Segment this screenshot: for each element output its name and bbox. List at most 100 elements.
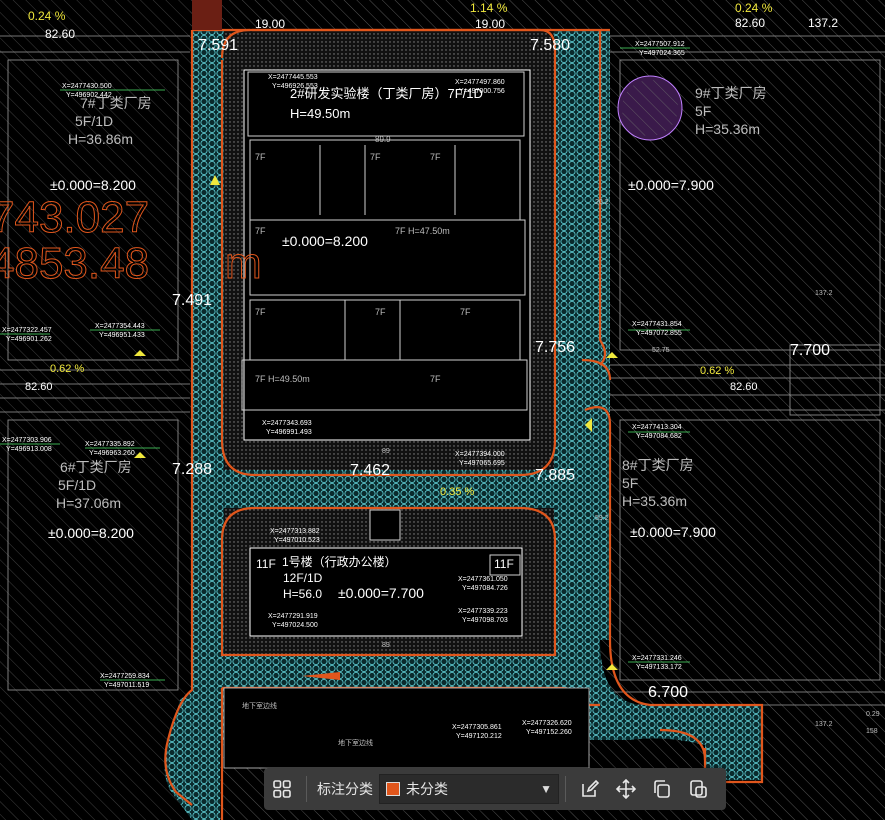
coord-leaders bbox=[0, 47, 690, 681]
top-elev-1: 82.60 bbox=[45, 27, 75, 41]
b1-coord-nw-y: Y=497010.523 bbox=[274, 537, 320, 544]
b2-floor-8: 7F bbox=[430, 374, 441, 384]
building-2[interactable] bbox=[241, 69, 531, 441]
right9-height: H=35.36m bbox=[695, 121, 760, 137]
road-elev-4: 7.756 bbox=[535, 339, 575, 356]
b2-coord-se-x: X=2477394.000 bbox=[455, 451, 505, 458]
road-elev-7: 7.885 bbox=[535, 467, 575, 484]
road-width-1: 19.00 bbox=[255, 17, 285, 31]
left7-floors: 5F/1D bbox=[75, 113, 113, 129]
building-1[interactable] bbox=[249, 509, 523, 637]
road-elev-3: 7.491 bbox=[172, 292, 212, 309]
right9-floors: 5F bbox=[695, 103, 711, 119]
b2-coord-nw-y: Y=496926.553 bbox=[272, 83, 318, 90]
b2-inner-label: 7F H=47.50m bbox=[395, 226, 450, 236]
elevation-markers bbox=[134, 175, 618, 670]
right-coord-6-x: X=2477305.861 bbox=[452, 724, 502, 731]
left6-floors: 5F/1D bbox=[58, 477, 96, 493]
elev-8260-left: 82.60 bbox=[25, 381, 53, 393]
left-coord-3-y: Y=496951.433 bbox=[99, 332, 145, 339]
b2-coord-ne-y: Y=497000.756 bbox=[459, 88, 505, 95]
right-coord-5-y: Y=497152.260 bbox=[526, 729, 572, 736]
right8-height: H=35.36m bbox=[622, 493, 687, 509]
left6-elev: ±0.000=8.200 bbox=[48, 525, 134, 541]
left-coord-4-y: Y=496913.008 bbox=[6, 446, 52, 453]
right-coord-2-y: Y=497072.855 bbox=[636, 330, 682, 337]
right9-elev: ±0.000=7.900 bbox=[628, 177, 714, 193]
left-coord-6-y: Y=497011.519 bbox=[104, 682, 149, 689]
left-coord-1-y: Y=496902.442 bbox=[66, 92, 112, 99]
left6-height: H=37.06m bbox=[56, 495, 121, 511]
road-width-2: 19.00 bbox=[475, 17, 505, 31]
right9-name: 9#丁类厂房 bbox=[695, 85, 767, 101]
road-elev-8: 7.700 bbox=[790, 342, 830, 359]
site-grid-lines bbox=[0, 35, 885, 706]
b2-floor-4: 7F bbox=[255, 226, 266, 236]
b2-floor-2: 7F bbox=[370, 152, 381, 162]
b2-floor-3: 7F bbox=[430, 152, 441, 162]
left-coord-1-x: X=2477430.500 bbox=[62, 83, 112, 90]
annotation-toolbar: 标注分类 未分类 ▼ bbox=[264, 768, 726, 810]
dim-1372-b: 137.2 bbox=[815, 721, 833, 728]
category-select[interactable]: 未分类 ▼ bbox=[379, 774, 559, 804]
left7-name: 7#丁类厂房 bbox=[80, 95, 152, 111]
b2-elev: ±0.000=8.200 bbox=[282, 233, 368, 249]
top-slope-3: 0.24 % bbox=[735, 1, 773, 15]
flow-arrow bbox=[302, 672, 340, 680]
b1-elev: ±0.000=7.700 bbox=[338, 585, 424, 601]
round-structure bbox=[617, 75, 683, 141]
b1-coord-sw-y: Y=497024.500 bbox=[272, 622, 318, 629]
b2-coord-se-y: Y=497065.695 bbox=[459, 460, 505, 467]
big-overlay-3: m bbox=[225, 239, 262, 288]
edit-icon[interactable] bbox=[572, 771, 608, 807]
right8-elev: ±0.000=7.900 bbox=[630, 524, 716, 540]
b1-coord-ne-x: X=2477361.050 bbox=[458, 576, 508, 583]
toolbar-divider-2 bbox=[565, 776, 566, 802]
dim-89-b: 89 bbox=[382, 642, 390, 649]
b2-floor-7: 7F bbox=[460, 307, 471, 317]
b1-floor-right: 11F bbox=[494, 557, 514, 571]
left7-height: H=36.86m bbox=[68, 131, 133, 147]
road-elev-1: 7.591 bbox=[198, 37, 238, 54]
grid-icon[interactable] bbox=[264, 771, 300, 807]
move-icon[interactable] bbox=[608, 771, 644, 807]
b2-inner-label-low: 7F H=49.50m bbox=[255, 374, 310, 384]
underground-area bbox=[223, 687, 590, 769]
top-strip bbox=[192, 0, 222, 30]
b1-coord-sw-x: X=2477291.919 bbox=[268, 613, 318, 620]
b2-name: 2#研发实验楼（丁类厂房）7F/1D bbox=[290, 86, 483, 101]
dim-158: 158 bbox=[866, 728, 878, 735]
elev-8260-right: 82.60 bbox=[730, 381, 758, 393]
dim-89-a: 89 bbox=[382, 448, 390, 455]
b2-floor-6: 7F bbox=[375, 307, 386, 317]
copy-icon[interactable] bbox=[644, 771, 680, 807]
road-elev-6: 7.462 bbox=[350, 462, 390, 479]
left7-elev: ±0.000=8.200 bbox=[50, 177, 136, 193]
right-coord-3-x: X=2477413.304 bbox=[632, 424, 682, 431]
b1-coord-ne-y: Y=497084.726 bbox=[462, 585, 508, 592]
paste-icon[interactable] bbox=[680, 771, 716, 807]
basement-line-label-2: 地下室边线 bbox=[338, 738, 373, 747]
left-coord-2-y: Y=496901.262 bbox=[6, 336, 52, 343]
category-select-value: 未分类 bbox=[406, 781, 448, 797]
chevron-down-icon: ▼ bbox=[540, 782, 552, 796]
toolbar-divider bbox=[306, 776, 307, 802]
top-slope-1: 0.24 % bbox=[28, 9, 66, 23]
b2-coord-nw-x: X=2477445.553 bbox=[268, 74, 318, 81]
right-coord-1-x: X=2477507.912 bbox=[635, 41, 685, 48]
left-zone-dark bbox=[0, 0, 190, 820]
b2-height: H=49.50m bbox=[290, 106, 350, 121]
right-coord-2-x: X=2477431.854 bbox=[632, 321, 682, 328]
slope-mid-2: 0.62 % bbox=[700, 365, 734, 377]
right-coord-5-x: X=2477326.620 bbox=[522, 720, 572, 727]
category-color-swatch bbox=[386, 782, 400, 796]
left6-name: 6#丁类厂房 bbox=[60, 459, 132, 475]
b1-coord-se-x: X=2477339.223 bbox=[458, 608, 508, 615]
big-overlay-1: 743.027 bbox=[0, 193, 149, 242]
b1-coord-nw-x: X=2477313.882 bbox=[270, 528, 320, 535]
right8-floors: 5F bbox=[622, 475, 638, 491]
b1-coord-se-y: Y=497098.703 bbox=[462, 617, 508, 624]
b2-coord-sw-x: X=2477343.693 bbox=[262, 420, 312, 427]
b1-name: 1号楼（行政办公楼） bbox=[282, 554, 397, 569]
